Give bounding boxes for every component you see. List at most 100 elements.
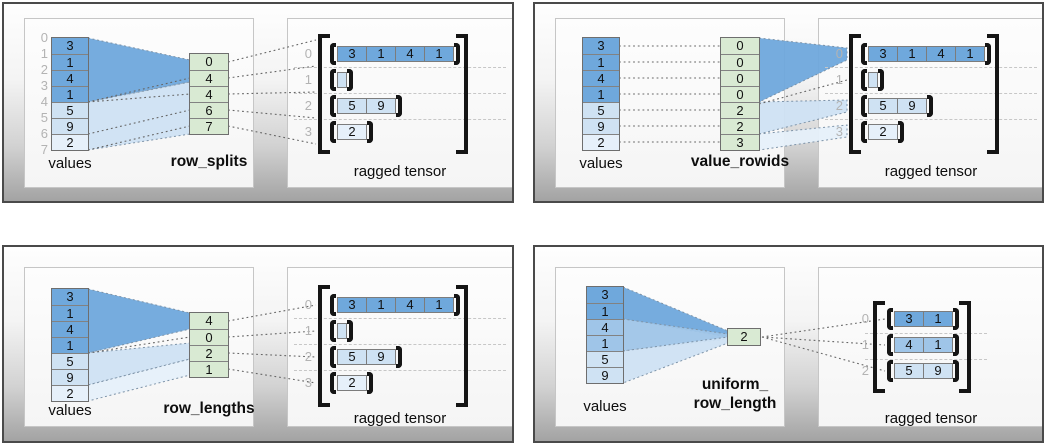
key-column-cell: 1 [190, 361, 228, 377]
values-column-cell: 9 [52, 369, 88, 385]
ragged-cell: 1 [424, 46, 454, 62]
ragged-row: 2 [330, 372, 373, 394]
values-column-cell: 5 [52, 102, 88, 118]
ragged-tensor-label: ragged tensor [884, 163, 978, 180]
key-column-cell: 2 [721, 102, 759, 118]
outer-bracket-left-icon [873, 301, 885, 393]
row-separator [294, 318, 506, 319]
key-column-cell: 6 [190, 102, 228, 118]
ragged-cell: 2 [337, 124, 367, 140]
row-index: 0 [304, 46, 312, 61]
values-column-cell: 4 [583, 70, 619, 86]
values-column-cell: 3 [587, 287, 623, 303]
outer-bracket-right-icon [959, 301, 971, 393]
values-column-cell: 4 [587, 319, 623, 335]
row-index: 2 [304, 98, 312, 113]
values-column-cell: 5 [583, 102, 619, 118]
row-bracket-left-icon [330, 69, 336, 91]
row-bracket-right-icon [953, 334, 959, 356]
ragged-row: 2 [861, 121, 904, 143]
outer-bracket-right-icon [987, 34, 999, 154]
values-column-cell: 2 [583, 134, 619, 150]
row-bracket-left-icon [330, 95, 336, 117]
row-index: 0 [861, 311, 869, 326]
ragged-cell: 1 [366, 297, 396, 313]
values-column-cell: 9 [587, 367, 623, 383]
row-bracket-left-icon [861, 95, 867, 117]
values-column-cell: 4 [52, 321, 88, 337]
ragged-cell: 5 [337, 349, 367, 365]
outer-bracket-left-icon [849, 34, 861, 154]
ragged-cell: 1 [923, 311, 953, 327]
row-index: 1 [861, 337, 869, 352]
ragged-cell: 3 [337, 297, 367, 313]
ragged-tensor-label: ragged tensor [884, 410, 978, 427]
row-bracket-left-icon [861, 121, 867, 143]
row-bracket-right-icon [953, 308, 959, 330]
row-index: 1 [304, 323, 312, 338]
key-column-cell: 0 [190, 54, 228, 70]
ragged-tensor-label: ragged tensor [353, 163, 447, 180]
ragged-cell-empty [337, 72, 347, 88]
ragged-cell: 5 [337, 98, 367, 114]
key-column-cell: 4 [190, 86, 228, 102]
row-bracket-left-icon [330, 121, 336, 143]
ragged-row [330, 320, 353, 342]
boundary-index: 7 [40, 142, 48, 157]
values-column-cell: 1 [52, 337, 88, 353]
ragged-row [330, 69, 353, 91]
values-column-cell: 9 [52, 118, 88, 134]
outer-bracket-right-icon [456, 285, 468, 407]
ragged-cell: 9 [897, 98, 927, 114]
key-column-cell: 0 [721, 86, 759, 102]
boundary-index: 1 [40, 46, 48, 61]
values-column-cell: 3 [52, 289, 88, 305]
row-separator [294, 119, 506, 120]
row-bracket-left-icon [330, 43, 336, 65]
row-index: 0 [835, 46, 843, 61]
values-column-cell: 1 [587, 335, 623, 351]
ragged-cell: 9 [923, 363, 953, 379]
values-column-cell: 1 [52, 86, 88, 102]
row-separator [825, 119, 1037, 120]
values-label: values [48, 155, 92, 172]
values-column-cell: 5 [587, 351, 623, 367]
values-column-cell: 1 [52, 54, 88, 70]
ragged-cell: 9 [366, 98, 396, 114]
row-bracket-right-icon [878, 69, 884, 91]
outer-bracket-left-icon [318, 34, 330, 154]
ragged-row: 2 [330, 121, 373, 143]
row-bracket-left-icon [330, 346, 336, 368]
row-bracket-right-icon [367, 121, 373, 143]
ragged-cell: 1 [923, 337, 953, 353]
values-column-cell: 2 [52, 385, 88, 401]
ragged-cell-empty [868, 72, 878, 88]
ragged-cell: 4 [926, 46, 956, 62]
values-column-cell: 4 [52, 70, 88, 86]
row-bracket-left-icon [330, 320, 336, 342]
row-index: 1 [304, 72, 312, 87]
ragged-cell: 1 [955, 46, 985, 62]
row-index: 2 [835, 98, 843, 113]
values-label: values [583, 398, 627, 415]
key-label: value_rowids [690, 153, 790, 170]
ragged-cell: 5 [894, 363, 924, 379]
row-bracket-right-icon [396, 95, 402, 117]
row-separator [294, 344, 506, 345]
boundary-index: 6 [40, 126, 48, 141]
ragged-cell: 4 [395, 297, 425, 313]
ragged-cell: 2 [337, 375, 367, 391]
